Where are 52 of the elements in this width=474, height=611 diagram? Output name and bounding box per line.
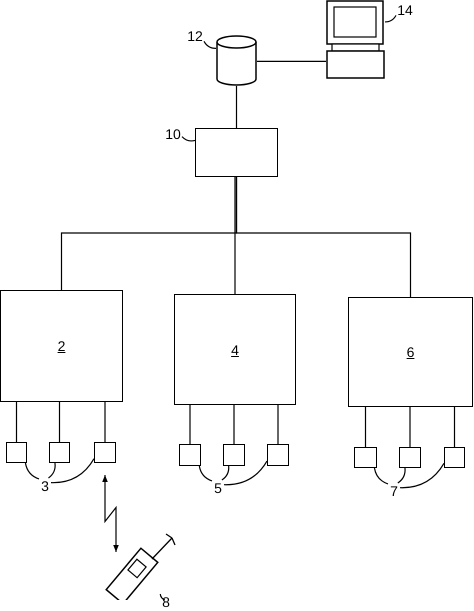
leader-line: [198, 466, 212, 482]
leader-line: [24, 462, 40, 480]
unit-box: [174, 294, 296, 405]
reference-numeral: 8: [160, 594, 172, 609]
leader-line: [182, 136, 196, 142]
leader-line: [48, 462, 56, 478]
box-numeral: 6: [406, 345, 414, 359]
connector-line: [236, 86, 238, 128]
computer-drawing: [326, 0, 385, 79]
connector-line: [104, 402, 106, 442]
small-box: [179, 444, 201, 466]
reference-numeral: 14: [396, 2, 414, 18]
leader-line: [160, 594, 166, 601]
box-numeral: 2: [58, 339, 66, 353]
connector-line: [409, 407, 411, 447]
leader-line: [203, 41, 216, 49]
connector-line: [454, 407, 456, 447]
connector-line: [364, 407, 366, 447]
small-box: [354, 447, 377, 468]
reference-numeral: 10: [164, 126, 182, 142]
connector-line: [277, 405, 279, 444]
connector-line: [189, 405, 191, 444]
reference-numeral: 3: [39, 478, 51, 494]
small-box: [444, 447, 465, 468]
leader-line: [397, 468, 406, 484]
unit-box: [0, 290, 123, 402]
small-box: [195, 128, 278, 177]
small-box: [6, 442, 27, 463]
leader-line: [51, 458, 94, 484]
small-box: [223, 444, 245, 466]
leader-line: [224, 460, 268, 486]
small-box: [94, 442, 116, 463]
reference-numeral: 5: [212, 480, 224, 496]
reference-numeral: 7: [388, 483, 400, 499]
small-box: [49, 442, 70, 463]
small-box: [267, 444, 289, 466]
connector-line: [16, 402, 18, 442]
connector-line: [58, 402, 60, 442]
wireless-link-arrow: [102, 475, 119, 552]
connector-line: [234, 177, 236, 294]
leader-line: [374, 468, 388, 484]
box-numeral: 4: [231, 342, 239, 356]
small-box: [399, 447, 421, 468]
connector-line: [236, 177, 412, 297]
connector-line: [257, 60, 326, 62]
leader-line: [400, 463, 444, 488]
leader-line: [222, 466, 230, 480]
unit-box: [348, 297, 473, 407]
database-cylinder: [216, 35, 257, 86]
reference-numeral: 12: [186, 28, 204, 44]
leader-line: [384, 15, 397, 23]
connector-line: [233, 405, 235, 444]
